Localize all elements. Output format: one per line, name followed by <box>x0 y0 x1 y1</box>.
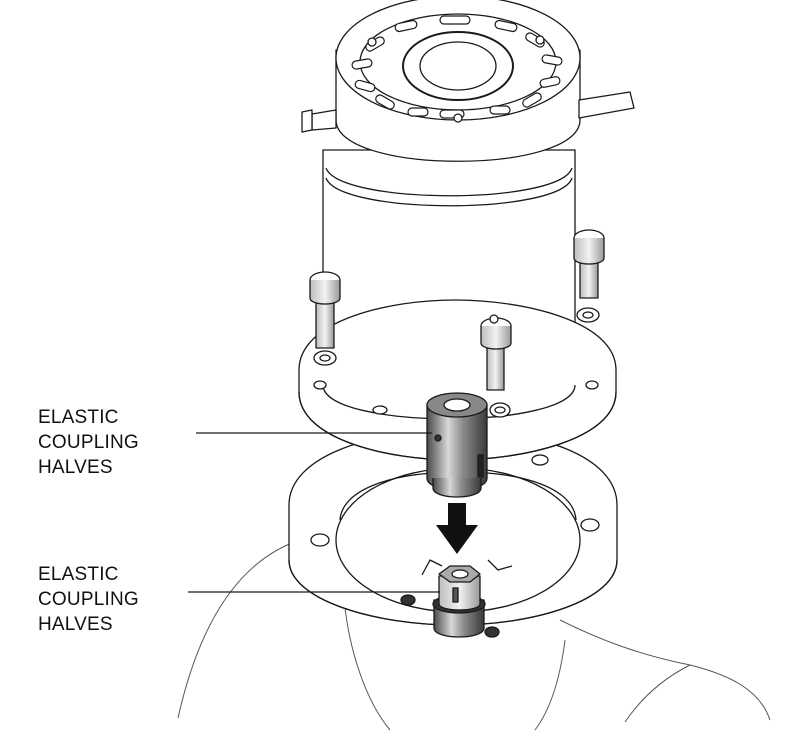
callout-line: HALVES <box>38 457 113 478</box>
socket-head-bolt-left <box>309 271 341 349</box>
callout-line: ELASTIC <box>38 407 119 428</box>
callout-line: ELASTIC <box>38 564 119 585</box>
callout-line: COUPLING <box>38 432 139 453</box>
callout-leader-lines <box>188 432 440 593</box>
lower-coupling-half <box>432 565 486 638</box>
motor-top-cap <box>301 0 635 162</box>
socket-head-bolt-center <box>480 314 512 391</box>
retaining-clips <box>421 559 513 576</box>
callout-line: HALVES <box>38 614 113 635</box>
upper-coupling-half <box>426 392 488 498</box>
socket-head-bolt-right <box>573 229 605 299</box>
lower-housing <box>177 539 771 731</box>
callout-upper-coupling: ELASTIC COUPLING HALVES <box>38 405 139 480</box>
motor-flange <box>298 299 617 461</box>
callout-lower-coupling: ELASTIC COUPLING HALVES <box>38 562 139 637</box>
down-arrow-icon <box>436 503 478 554</box>
callout-line: COUPLING <box>38 589 139 610</box>
